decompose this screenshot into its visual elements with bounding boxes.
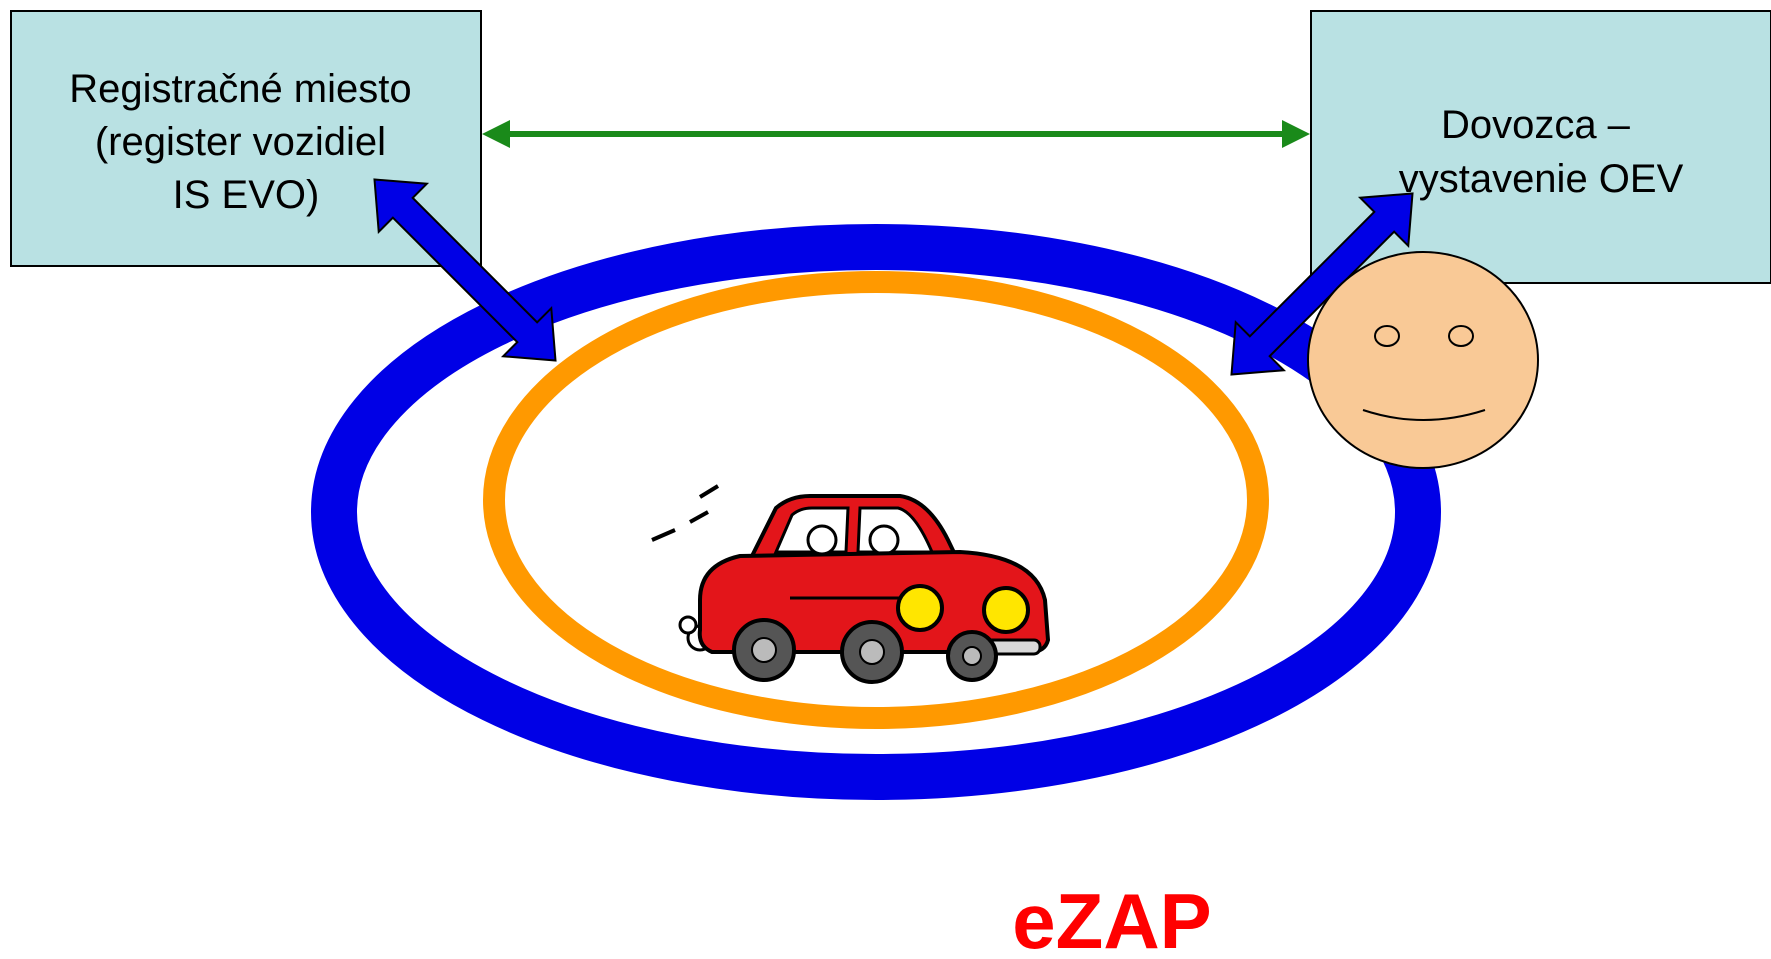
registration-office-line-2: (register vozidiel (95, 120, 386, 164)
registration-office-line-3: IS EVO) (173, 173, 320, 217)
importer-line-2: vystavenie OEV (1399, 157, 1684, 201)
svg-text:Dovozca – vystavenie OEV: Dovozca – vystavenie OEV (1399, 103, 1684, 201)
left-link-arrow (373, 178, 557, 362)
registration-office-line-1: Registračné miesto (69, 67, 411, 111)
car-icon (651, 484, 1051, 684)
outer-ring (311, 224, 1441, 800)
svg-text:Registračné miesto (regi: Registračné miesto (register vozidiel IS… (69, 67, 423, 217)
ezap-label: eZAP (1012, 877, 1211, 959)
smiley-face-icon (1307, 251, 1539, 469)
right-link-arrow (1230, 192, 1414, 376)
box-connector-arrow (482, 120, 1310, 148)
inner-ring (483, 271, 1269, 729)
importer-line-1: Dovozca – (1441, 103, 1631, 147)
